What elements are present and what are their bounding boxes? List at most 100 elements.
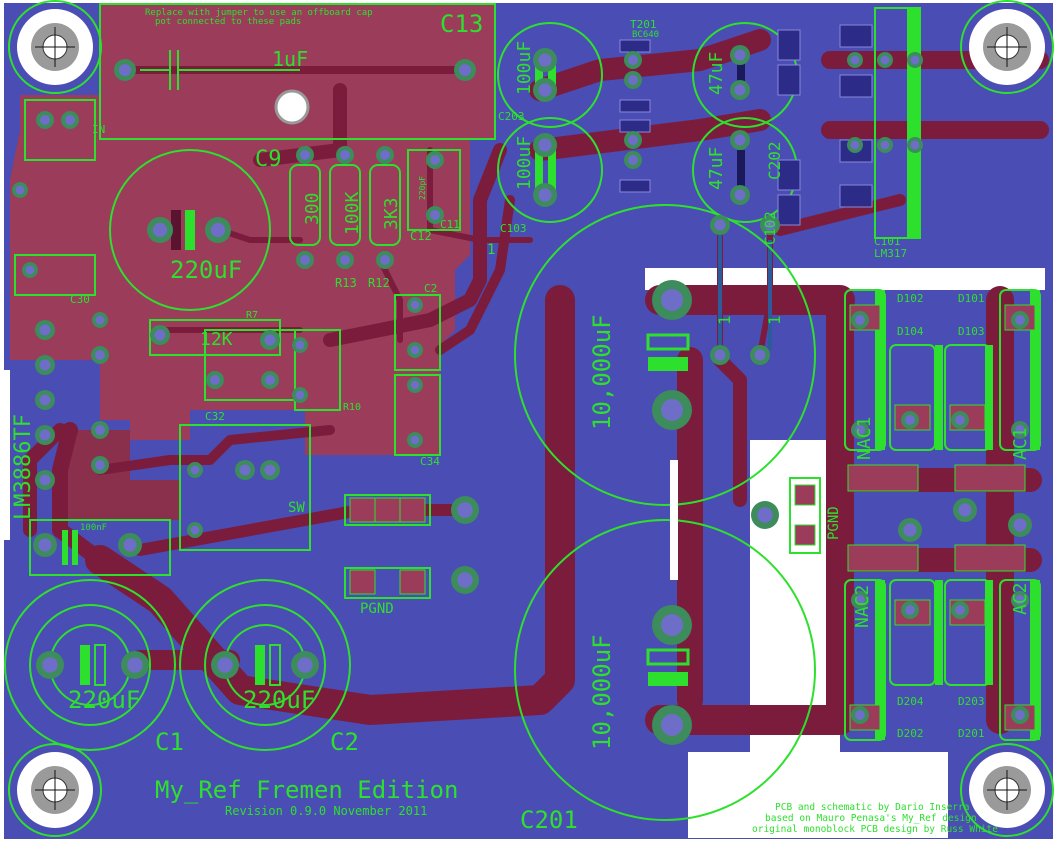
pad-drill: [210, 375, 220, 385]
pad-drill: [880, 140, 890, 150]
pad-drill: [734, 49, 746, 61]
pad-drill: [538, 138, 552, 152]
pad-drill: [714, 219, 726, 231]
pad-drill: [380, 255, 390, 265]
pad-drill: [123, 538, 137, 552]
label-c13-value: 1uF: [272, 47, 308, 71]
pad-drill: [734, 134, 746, 146]
label-c203-value: 100uF: [514, 41, 535, 95]
pad-drill: [855, 595, 865, 605]
label-c13: C13: [440, 10, 483, 38]
pad-drill: [300, 150, 310, 160]
pad-drill: [25, 265, 35, 275]
label-c2: C2: [330, 728, 359, 756]
credit-line-1: PCB and schematic by Dario Inserra: [775, 802, 969, 813]
pad-drill: [38, 538, 52, 552]
pad-drill: [457, 502, 473, 518]
pad-drill: [430, 210, 440, 220]
label-nac1: NAC1: [854, 417, 875, 460]
mounting-hole-bottom-left: [8, 743, 102, 837]
pad-drill: [295, 340, 305, 350]
label-r12k: 12K: [200, 329, 233, 350]
label-d104: D104: [897, 325, 924, 338]
pad-drill: [410, 300, 420, 310]
pad-drill: [958, 503, 972, 517]
mounting-hole-top-left: [8, 0, 102, 94]
pad-drill: [661, 289, 683, 311]
pad-drill: [538, 83, 552, 97]
label-bigcap-top: 10,000uF: [588, 314, 616, 430]
label-c201: C201: [520, 806, 578, 834]
label-ac1: AC1: [1010, 427, 1031, 460]
pad-drill: [855, 425, 865, 435]
pad-drill: [380, 150, 390, 160]
copper-pour-top-left: [10, 4, 495, 455]
pad-drill: [410, 435, 420, 445]
mounting-hole-top-right: [960, 0, 1054, 94]
pad-drill: [457, 572, 473, 588]
pad-drill: [850, 55, 860, 65]
pad-drill: [65, 115, 75, 125]
pad-drill: [754, 349, 766, 361]
label-c11: C11: [440, 218, 460, 231]
test-point: [274, 89, 310, 125]
pad-drill: [39, 394, 51, 406]
pad-drill: [905, 605, 915, 615]
label-r300: 300: [302, 192, 323, 225]
label-pgnd-right: PGND: [826, 506, 842, 540]
label-r100k: 100K: [342, 191, 363, 235]
label-jumper-2: 1: [715, 315, 734, 325]
label-r3k3: 3K3: [381, 197, 402, 230]
board-title: My_Ref Fremen Edition: [155, 776, 458, 804]
label-d102: D102: [897, 292, 924, 305]
pad-drill: [154, 329, 166, 341]
pad-drill: [264, 464, 276, 476]
label-r7: R7: [246, 310, 258, 321]
label-c2b: C2: [424, 282, 437, 295]
pad-drill: [538, 53, 552, 67]
label-d101: D101: [958, 292, 985, 305]
label-d201: D201: [958, 727, 985, 740]
pad-drill: [1015, 710, 1025, 720]
pad-drill: [955, 415, 965, 425]
label-in: IN: [92, 123, 105, 136]
pad-drill: [95, 460, 105, 470]
pad-drill: [430, 155, 440, 165]
label-d204: D204: [897, 695, 924, 708]
pad-drill: [628, 55, 638, 65]
pad-drill: [39, 429, 51, 441]
pad-drill: [297, 657, 313, 673]
label-jumper-3: 1: [765, 315, 784, 325]
label-c9: C9: [255, 147, 282, 172]
pad-drill: [1015, 315, 1025, 325]
pad-drill: [910, 140, 920, 150]
label-c101: C101: [874, 235, 901, 248]
label-100nf: 100nF: [80, 523, 107, 533]
pad-drill: [734, 84, 746, 96]
pad-drill: [1015, 425, 1025, 435]
bottom-traces: [718, 235, 772, 350]
label-c12: C12: [410, 229, 432, 243]
pad-drill: [855, 710, 865, 720]
label-sw: SW: [288, 500, 305, 516]
label-d203: D203: [958, 695, 985, 708]
label-c2-value: 220uF: [243, 686, 315, 714]
through-hole-pads: [12, 45, 1032, 745]
pad-drill: [39, 474, 51, 486]
pad-drill: [1013, 518, 1027, 532]
label-c1: C1: [155, 728, 184, 756]
smd-pads: [619, 24, 873, 226]
label-c204b-value: 47uF: [706, 147, 727, 190]
pad-drill: [905, 415, 915, 425]
pad-drill: [628, 75, 638, 85]
pad-drill: [265, 375, 275, 385]
label-d202: D202: [897, 727, 924, 740]
pad-drill: [42, 657, 58, 673]
label-c203: C203: [498, 110, 525, 123]
pad-drill: [628, 135, 638, 145]
pad-drill: [39, 324, 51, 336]
pad-drill: [118, 63, 132, 77]
label-c202-value: 47uF: [706, 52, 727, 95]
label-c32: C32: [205, 410, 225, 423]
